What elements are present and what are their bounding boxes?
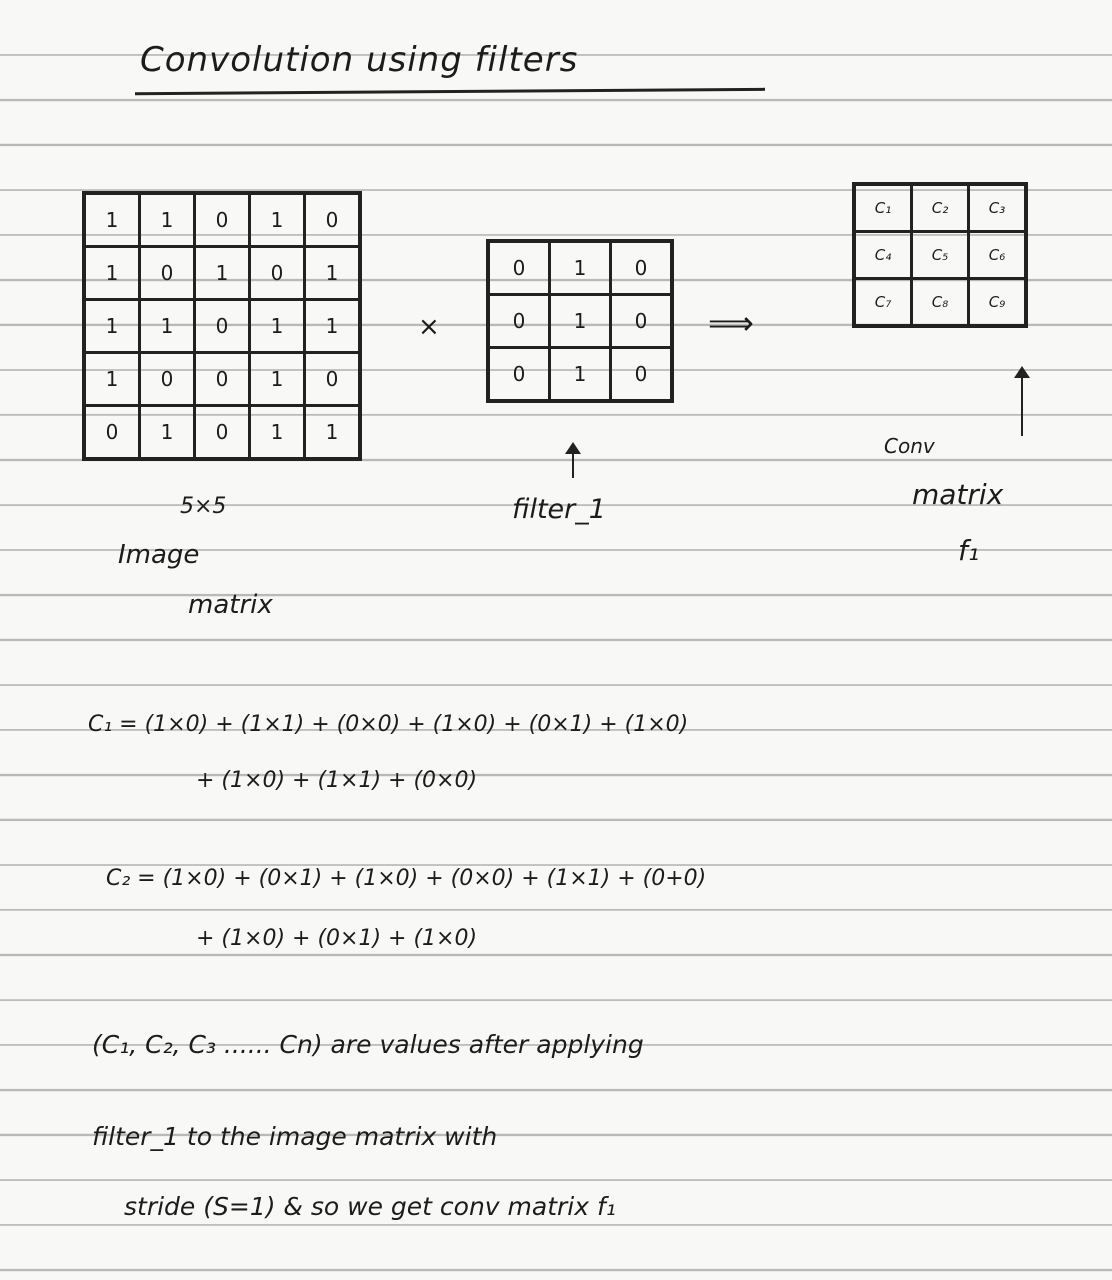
image-matrix-cell: 0 — [82, 404, 141, 461]
image-matrix-cell: 0 — [138, 351, 196, 407]
image-matrix-cell: 0 — [193, 298, 251, 354]
image-matrix-cell: 1 — [248, 191, 306, 248]
image-matrix-row: 1 1 0 1 0 — [82, 191, 362, 248]
conv-matrix-cell: C₉ — [967, 277, 1028, 328]
image-matrix-cell: 1 — [193, 245, 251, 301]
image-matrix-row: 0 1 0 1 1 — [82, 404, 362, 461]
image-matrix-cell: 1 — [138, 191, 196, 248]
equation-c1-line2: + (1×0) + (1×1) + (0×0) — [196, 768, 478, 793]
implies-arrow: ⟹ — [708, 304, 754, 342]
note-line2: filter_1 to the image matrix with — [92, 1122, 498, 1151]
conv-arrow-up-icon — [1014, 366, 1030, 436]
conv-matrix-cell: C₆ — [967, 230, 1028, 280]
note-line1: (C₁, C₂, C₃ ...... Cn) are values after … — [92, 1030, 644, 1059]
image-matrix-cell: 1 — [82, 245, 141, 301]
conv-matrix-cell: C₈ — [910, 277, 970, 328]
conv-matrix-cell: C₇ — [852, 277, 913, 328]
image-matrix-row: 1 0 1 0 1 — [82, 245, 362, 301]
image-matrix-cell: 1 — [82, 351, 141, 407]
filter-matrix-cell: 1 — [548, 239, 612, 296]
image-matrix-cell: 0 — [138, 245, 196, 301]
image-matrix-row: 1 0 0 1 0 — [82, 351, 362, 407]
image-matrix-cell: 1 — [303, 404, 362, 461]
image-matrix-cell: 1 — [248, 298, 306, 354]
image-size-label: 5×5 — [180, 494, 227, 519]
conv-label-line3: f₁ — [958, 534, 980, 567]
conv-matrix-cell: C₄ — [852, 230, 913, 280]
image-matrix-row: 1 1 0 1 1 — [82, 298, 362, 354]
image-matrix-cell: 1 — [82, 191, 141, 248]
conv-matrix-cell: C₅ — [910, 230, 970, 280]
image-matrix-cell: 0 — [193, 191, 251, 248]
image-matrix-cell: 1 — [138, 404, 196, 461]
equation-c2-line2: + (1×0) + (0×1) + (1×0) — [196, 926, 478, 951]
conv-matrix-row: C₄ C₅ C₆ — [852, 230, 1028, 280]
filter-matrix-row: 0 1 0 — [486, 346, 674, 403]
image-matrix-cell: 1 — [138, 298, 196, 354]
image-matrix: 1 1 0 1 0 1 0 1 0 1 1 1 0 1 1 1 0 0 1 0 … — [82, 191, 362, 461]
image-label-line2: matrix — [188, 590, 273, 620]
filter-matrix-cell: 1 — [548, 293, 612, 349]
filter-label: filter_1 — [512, 494, 606, 525]
equation-c2-line1: C₂ = (1×0) + (0×1) + (1×0) + (0×0) + (1×… — [106, 866, 707, 891]
conv-matrix: C₁ C₂ C₃ C₄ C₅ C₆ C₇ C₈ C₉ — [852, 182, 1028, 328]
filter-matrix-cell: 0 — [486, 239, 551, 296]
filter-matrix-cell: 0 — [609, 239, 674, 296]
multiply-operator: × — [418, 312, 440, 342]
conv-label-line1: Conv — [884, 434, 935, 458]
conv-matrix-cell: C₁ — [852, 182, 913, 233]
conv-matrix-cell: C₂ — [910, 182, 970, 233]
filter-matrix-cell: 0 — [609, 346, 674, 403]
filter-matrix-cell: 0 — [486, 346, 551, 403]
image-matrix-cell: 1 — [303, 245, 362, 301]
image-matrix-cell: 0 — [248, 245, 306, 301]
image-matrix-cell: 0 — [193, 351, 251, 407]
page-title: Convolution using filters — [140, 40, 579, 80]
image-matrix-cell: 0 — [303, 191, 362, 248]
filter-matrix-row: 0 1 0 — [486, 293, 674, 349]
filter-arrow-up-icon — [565, 442, 581, 478]
filter-matrix-row: 0 1 0 — [486, 239, 674, 296]
note-line3: stride (S=1) & so we get conv matrix f₁ — [124, 1192, 616, 1221]
conv-matrix-row: C₁ C₂ C₃ — [852, 182, 1028, 233]
filter-matrix-cell: 0 — [609, 293, 674, 349]
filter-matrix-cell: 1 — [548, 346, 612, 403]
image-matrix-cell: 0 — [193, 404, 251, 461]
image-matrix-cell: 1 — [248, 351, 306, 407]
filter-matrix-cell: 0 — [486, 293, 551, 349]
image-matrix-cell: 1 — [303, 298, 362, 354]
image-matrix-cell: 1 — [248, 404, 306, 461]
image-matrix-cell: 1 — [82, 298, 141, 354]
conv-matrix-cell: C₃ — [967, 182, 1028, 233]
image-matrix-cell: 0 — [303, 351, 362, 407]
image-label-line1: Image — [118, 540, 200, 570]
equation-c1-line1: C₁ = (1×0) + (1×1) + (0×0) + (1×0) + (0×… — [88, 712, 689, 737]
conv-matrix-row: C₇ C₈ C₉ — [852, 277, 1028, 328]
conv-label-line2: matrix — [912, 478, 1004, 511]
filter-matrix: 0 1 0 0 1 0 0 1 0 — [486, 239, 674, 403]
